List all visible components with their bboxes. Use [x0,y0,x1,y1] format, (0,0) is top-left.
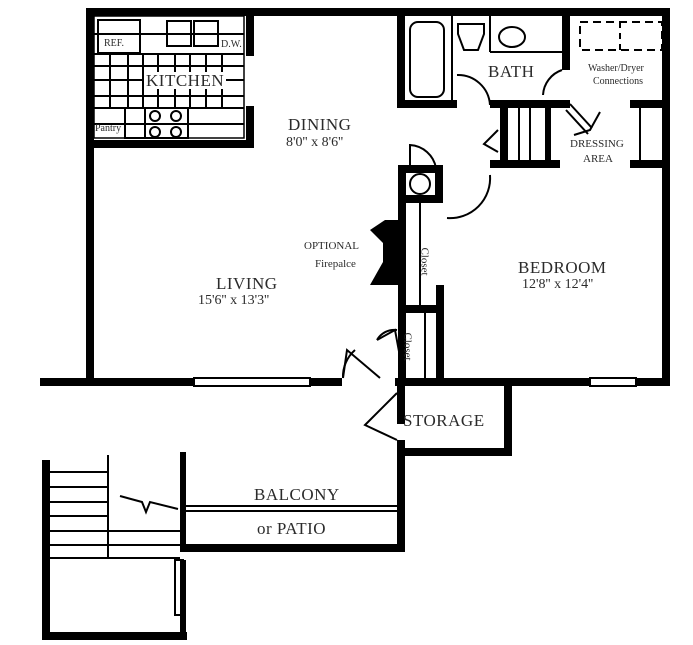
room-bath-name: BATH [488,62,535,81]
fixture-ref: REF. [104,38,125,49]
fixture-pantry: Pantry [95,123,122,134]
fixture-dw: D.W. [221,39,242,50]
closet-upper-label: Closet [418,247,431,276]
fireplace-shape [370,220,398,285]
wall-top [86,8,670,16]
room-kitchen-name: KITCHEN [144,71,227,90]
wall-right [662,8,670,386]
room-dressing-name: DRESSING [570,138,624,150]
fireplace-label-line1: OPTIONAL [304,240,359,252]
room-dressing-name2: AREA [583,153,613,165]
room-storage-name: STORAGE [403,411,485,430]
room-balcony-name: BALCONY [254,485,340,504]
room-dining-dimensions: 8'0'' x 8'6'' [286,135,344,150]
room-living-dimensions: 15'6'' x 13'3'' [198,293,270,308]
closet-lower-label: Closet [401,332,414,361]
fireplace-label-line2: Firepalce [315,258,356,270]
wall-left [86,8,94,386]
room-dining-name: DINING [288,115,352,134]
room-bedroom-name: BEDROOM [518,258,607,277]
room-living-name: LIVING [216,274,278,293]
fixture-washer-dryer-line2: Connections [593,76,643,87]
room-bedroom-dimensions: 12'8'' x 12'4'' [522,277,594,292]
room-balcony-name2: or PATIO [257,519,327,538]
fixture-washer-dryer-line1: Washer/Dryer [588,63,644,74]
